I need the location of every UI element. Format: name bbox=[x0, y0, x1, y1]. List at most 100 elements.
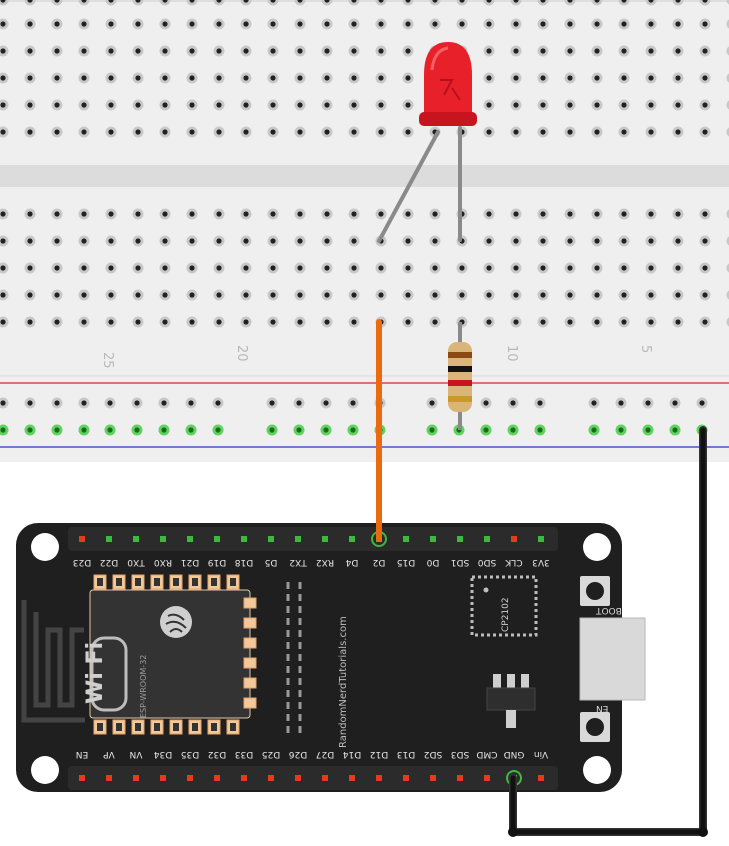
bottom-pin[interactable] bbox=[160, 775, 166, 781]
breadboard-hole[interactable] bbox=[267, 0, 279, 6]
top-pin[interactable] bbox=[430, 536, 436, 542]
breadboard-hole[interactable] bbox=[672, 0, 684, 6]
bottom-pin[interactable] bbox=[349, 775, 355, 781]
breadboard-hole[interactable] bbox=[591, 0, 603, 6]
bottom-pin[interactable] bbox=[295, 775, 301, 781]
bottom-pin-label: EN bbox=[76, 749, 88, 759]
bottom-pin[interactable] bbox=[133, 775, 139, 781]
breadboard-hole[interactable] bbox=[645, 0, 657, 6]
top-pin-label: TX0 bbox=[127, 557, 146, 567]
breadboard-hole[interactable] bbox=[132, 0, 144, 6]
top-pin[interactable] bbox=[214, 536, 220, 542]
top-pin[interactable] bbox=[511, 536, 517, 542]
bottom-pin[interactable] bbox=[430, 775, 436, 781]
top-pin[interactable] bbox=[484, 536, 490, 542]
top-pin[interactable] bbox=[295, 536, 301, 542]
usb-connector[interactable] bbox=[579, 617, 646, 701]
top-pin[interactable] bbox=[241, 536, 247, 542]
breadboard-hole[interactable] bbox=[240, 0, 252, 6]
breadboard-hole[interactable] bbox=[186, 0, 198, 6]
breadboard-hole[interactable] bbox=[159, 0, 171, 6]
breadboard-hole[interactable] bbox=[294, 0, 306, 6]
top-pin[interactable] bbox=[79, 536, 85, 542]
top-pin[interactable] bbox=[268, 536, 274, 542]
top-pin-label: D5 bbox=[265, 557, 278, 567]
top-pin-label: RX0 bbox=[154, 557, 172, 567]
breadboard-hole[interactable] bbox=[726, 46, 729, 57]
top-pin[interactable] bbox=[403, 536, 409, 542]
breadboard-hole[interactable] bbox=[564, 0, 576, 6]
breadboard-hole[interactable] bbox=[726, 209, 729, 220]
breadboard-hole[interactable] bbox=[375, 0, 387, 6]
top-pin[interactable] bbox=[133, 536, 139, 542]
esp-wroom-module: Wi Fi ESP-WROOM-32 bbox=[83, 574, 257, 735]
breadboard-hole[interactable] bbox=[78, 0, 90, 6]
bottom-pin-label: CMD bbox=[476, 749, 497, 759]
bottom-pin[interactable] bbox=[457, 775, 463, 781]
bottom-pin[interactable] bbox=[403, 775, 409, 781]
breadboard-hole[interactable] bbox=[456, 0, 468, 6]
top-pin[interactable] bbox=[349, 536, 355, 542]
breadboard-hole[interactable] bbox=[429, 0, 441, 6]
en-button[interactable]: EN bbox=[580, 703, 610, 742]
mount-hole-tr bbox=[583, 533, 611, 561]
led-leg-anode bbox=[377, 130, 440, 243]
breadboard-hole[interactable] bbox=[726, 317, 729, 328]
breadboard-hole[interactable] bbox=[726, 236, 729, 247]
breadboard-hole[interactable] bbox=[699, 0, 711, 6]
top-pin[interactable] bbox=[160, 536, 166, 542]
bottom-pin[interactable] bbox=[106, 775, 112, 781]
bottom-pin[interactable] bbox=[214, 775, 220, 781]
breadboard-hole[interactable] bbox=[105, 0, 117, 6]
breadboard-hole[interactable] bbox=[483, 0, 495, 6]
column-label-25: 25 bbox=[100, 352, 115, 369]
bottom-pin-label: SD2 bbox=[424, 749, 442, 759]
bottom-pin-label: D33 bbox=[235, 749, 253, 759]
black-wire[interactable] bbox=[508, 426, 708, 837]
top-pin[interactable] bbox=[538, 536, 544, 542]
breadboard-hole[interactable] bbox=[402, 0, 414, 6]
top-pin-label: SD1 bbox=[451, 557, 469, 567]
breadboard-hole[interactable] bbox=[537, 0, 549, 6]
board-traces bbox=[286, 582, 302, 733]
bottom-pin-label: D27 bbox=[316, 749, 334, 759]
breadboard-hole[interactable] bbox=[726, 290, 729, 301]
bottom-pin[interactable] bbox=[376, 775, 382, 781]
breadboard-hole[interactable] bbox=[213, 0, 225, 6]
bottom-pin[interactable] bbox=[484, 775, 490, 781]
bottom-pin[interactable] bbox=[79, 775, 85, 781]
top-pin[interactable] bbox=[187, 536, 193, 542]
top-pin-label: D4 bbox=[345, 557, 358, 567]
bottom-pin[interactable] bbox=[268, 775, 274, 781]
top-pin[interactable] bbox=[106, 536, 112, 542]
breadboard-hole[interactable] bbox=[348, 0, 360, 6]
breadboard-hole[interactable] bbox=[726, 19, 729, 30]
bottom-pin[interactable] bbox=[187, 775, 193, 781]
module-label: ESP-WROOM-32 bbox=[139, 655, 148, 718]
resistor[interactable] bbox=[448, 322, 472, 430]
breadboard-hole[interactable] bbox=[726, 100, 729, 111]
breadboard-hole[interactable] bbox=[24, 0, 36, 6]
boot-button[interactable]: BOOT bbox=[580, 576, 622, 615]
breadboard-hole[interactable] bbox=[726, 263, 729, 274]
bottom-pin-label: D13 bbox=[397, 749, 415, 759]
bottom-pin[interactable] bbox=[322, 775, 328, 781]
top-pin[interactable] bbox=[457, 536, 463, 542]
breadboard-hole[interactable] bbox=[321, 0, 333, 6]
bottom-pin[interactable] bbox=[241, 775, 247, 781]
bottom-pin[interactable] bbox=[538, 775, 544, 781]
cp2102-chip: CP2102 bbox=[470, 575, 538, 637]
red-led[interactable] bbox=[377, 42, 477, 243]
top-pin-label: D0 bbox=[426, 557, 439, 567]
breadboard-hole[interactable] bbox=[726, 73, 729, 84]
breadboard-hole[interactable] bbox=[618, 0, 630, 6]
breadboard-hole[interactable] bbox=[726, 127, 729, 138]
breadboard-hole[interactable] bbox=[510, 0, 522, 6]
breadboard-hole[interactable] bbox=[726, 0, 729, 6]
bottom-pin-header bbox=[79, 770, 544, 786]
breadboard-hole[interactable] bbox=[51, 0, 63, 6]
top-pin[interactable] bbox=[322, 536, 328, 542]
